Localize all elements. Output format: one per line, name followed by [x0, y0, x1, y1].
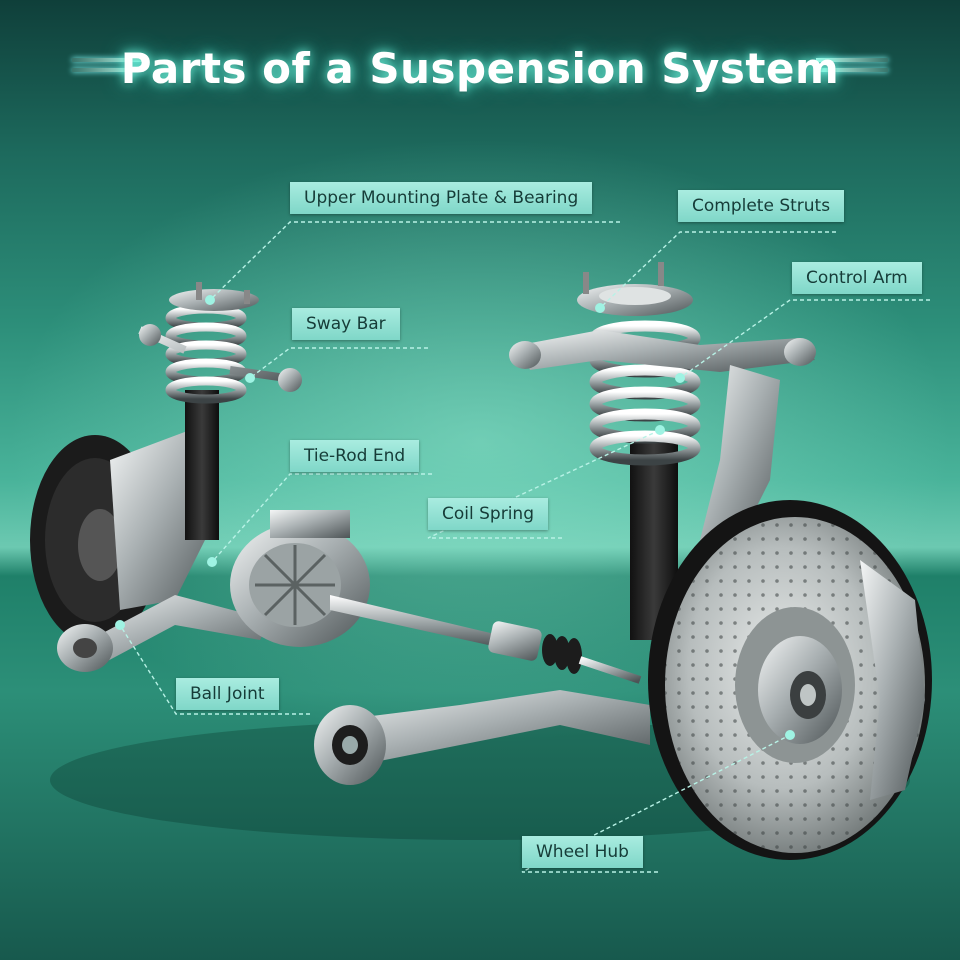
left-suspension-assembly	[30, 282, 302, 672]
left-coil-spring	[165, 304, 247, 404]
right-brake-caliper	[860, 560, 925, 800]
leader-coil-spring	[427, 429, 661, 539]
leader-tie-rod	[211, 473, 432, 563]
label-tie-rod-end: Tie-Rod End	[290, 440, 420, 472]
right-brake-rotor	[648, 500, 932, 860]
label-control-arm: Control Arm	[792, 262, 922, 294]
right-lower-control-arm	[314, 690, 650, 785]
left-strut-body	[185, 390, 219, 540]
label-complete-struts: Complete Struts	[678, 190, 845, 222]
leader-sway-bar	[249, 347, 428, 379]
label-coil-spring: Coil Spring	[428, 498, 548, 530]
right-knuckle	[700, 365, 780, 560]
title-decoration-left	[72, 58, 144, 62]
leader-dots	[115, 295, 795, 740]
label-sway-bar: Sway Bar	[292, 308, 400, 340]
left-sway-bar	[138, 326, 301, 384]
leader-ball-joint	[119, 624, 310, 715]
label-ball-joint: Ball Joint	[176, 678, 279, 710]
label-wheel-hub: Wheel Hub	[522, 836, 643, 868]
label-upper-mounting-plate: Upper Mounting Plate & Bearing	[290, 182, 593, 214]
right-upper-control-arm	[509, 330, 816, 560]
title-decoration-right	[816, 58, 888, 62]
page-title: Parts of a Suspension System	[120, 43, 840, 93]
title-decoration-left-2	[72, 68, 144, 72]
leader-wheel-hub	[521, 734, 791, 873]
leader-lines	[119, 221, 930, 873]
rack-boot	[542, 634, 582, 674]
title-bar: Parts of a Suspension System	[0, 36, 960, 100]
title-decoration-right-2	[816, 68, 888, 72]
steering-rack-housing	[230, 510, 370, 647]
steering-rack	[330, 595, 642, 684]
leader-upper-mounting	[209, 221, 620, 301]
leader-complete-struts	[599, 231, 836, 309]
left-lower-arm	[80, 595, 270, 665]
leader-control-arm	[679, 299, 930, 379]
